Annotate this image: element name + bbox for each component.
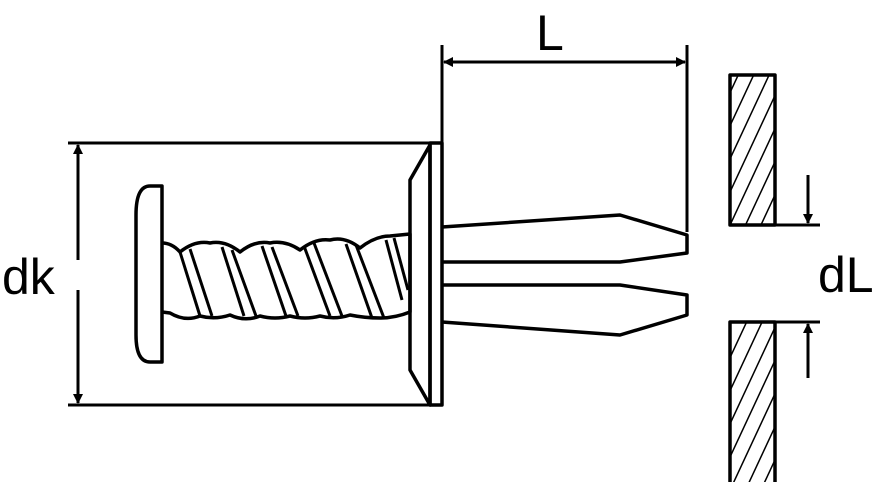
- dk-label: dk: [2, 249, 55, 305]
- dl-label: dL: [818, 247, 874, 303]
- l-label: L: [536, 5, 564, 61]
- panel-upper: [728, 73, 777, 227]
- rivet-leg-lower: [441, 283, 689, 337]
- l-dimension: [440, 45, 689, 232]
- rivet-leg-upper: [441, 213, 689, 264]
- panel-lower: [728, 320, 777, 482]
- flange: [428, 141, 444, 407]
- dk-dimension: [68, 141, 442, 407]
- screw: [134, 184, 412, 364]
- dl-dimension: [775, 175, 820, 378]
- screw-head: [134, 184, 164, 364]
- washer: [408, 143, 432, 407]
